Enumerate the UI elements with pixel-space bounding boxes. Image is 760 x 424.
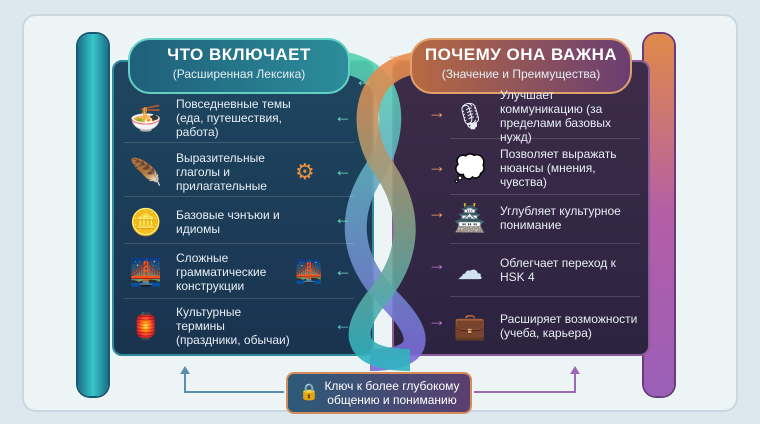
left-item-text: Культурные термины (праздники, обычаи) bbox=[176, 305, 290, 347]
bottom-right-connector bbox=[474, 372, 576, 393]
right-item-text: Углубляет культурное понимание bbox=[500, 204, 621, 232]
teal-ribbon bbox=[329, 51, 426, 371]
bottom-left-connector bbox=[184, 372, 284, 393]
divider bbox=[124, 142, 354, 143]
divider bbox=[450, 243, 640, 244]
gears-icon: ⚙ bbox=[295, 159, 315, 184]
left-scroll-rod bbox=[78, 34, 108, 396]
lantern-icon: 🏮 bbox=[129, 311, 163, 341]
right-item-text: Улучшает коммуникацию (за пределами базо… bbox=[500, 88, 611, 144]
arrow-left-icon: ← bbox=[334, 314, 352, 334]
feather-pen-icon: 🪶 bbox=[129, 157, 163, 187]
coins-icon: 🪙 bbox=[129, 207, 163, 237]
right-header: ПОЧЕМУ ОНА ВАЖНА (Значение и Преимуществ… bbox=[410, 38, 632, 94]
divider bbox=[450, 194, 640, 195]
orange-ribbon bbox=[348, 51, 431, 371]
left-subtitle: (Расширенная Лексика) bbox=[172, 67, 306, 81]
divider bbox=[124, 298, 354, 299]
arrow-right-icon: → bbox=[386, 44, 404, 64]
left-item: 🪙 Базовые чэнъюи и идиомы bbox=[124, 196, 291, 248]
left-item: 🏮 Культурные термины (праздники, обычаи) bbox=[124, 300, 291, 352]
right-item: 🎙 Улучшает коммуникацию (за пределами ба… bbox=[448, 88, 640, 144]
key-banner: 🔒 Ключ к более глубокому общению и поним… bbox=[286, 372, 472, 414]
divider bbox=[124, 243, 354, 244]
right-item-text: Облегчает переход к HSK 4 bbox=[500, 256, 616, 284]
left-item: 🌉 Сложные грамматические конструкции 🌉 bbox=[124, 246, 323, 298]
arrow-right-icon: → bbox=[428, 310, 446, 330]
key-text: Ключ к более глубокому общению и пониман… bbox=[324, 379, 460, 407]
left-item: 🍜 Повседневные темы (еда, путешествия, р… bbox=[124, 92, 291, 144]
noodle-bowl-icon: 🍜 bbox=[129, 103, 163, 133]
right-item: 🏯 Углубляет культурное понимание bbox=[448, 192, 640, 244]
microphone-chat-icon: 🎙 bbox=[453, 101, 487, 131]
lock-icon: 🔒 bbox=[299, 384, 319, 401]
arrow-left-icon: ← bbox=[355, 70, 373, 90]
right-item-text: Расширяет возможности (учеба, карьера) bbox=[500, 312, 638, 340]
right-item: ☁ Облегчает переход к HSK 4 bbox=[448, 244, 640, 296]
pagoda-icon: 🏯 bbox=[453, 203, 487, 233]
divider bbox=[450, 138, 640, 139]
arrow-left-icon: ← bbox=[334, 106, 352, 126]
person-thought-icon: 💭 bbox=[453, 153, 487, 183]
divider bbox=[124, 196, 354, 197]
arrow-right-icon: → bbox=[428, 102, 446, 122]
left-header: ЧТО ВКЛЮЧАЕТ (Расширенная Лексика) bbox=[128, 38, 350, 94]
arrow-right-icon: → bbox=[428, 156, 446, 176]
right-item-text: Позволяет выражать нюансы (мнения, чувст… bbox=[500, 147, 617, 189]
left-item-text: Базовые чэнъюи и идиомы bbox=[176, 208, 280, 236]
left-item-text: Выразительные глаголы и прилагательные bbox=[176, 151, 267, 193]
left-item-text: Сложные грамматические конструкции bbox=[176, 251, 267, 293]
right-panel bbox=[392, 60, 650, 356]
arrow-left-icon: ← bbox=[334, 260, 352, 280]
arrow-left-icon: ← bbox=[334, 208, 352, 228]
certificate-briefcase-icon: 💼 bbox=[453, 311, 487, 341]
right-item: 💼 Расширяет возможности (учеба, карьера) bbox=[448, 300, 640, 352]
arrow-right-icon: → bbox=[428, 254, 446, 274]
right-item: 💭 Позволяет выражать нюансы (мнения, чув… bbox=[448, 142, 640, 194]
left-item-text: Повседневные темы (еда, путешествия, раб… bbox=[176, 97, 291, 139]
bridge-icon: 🌉 bbox=[129, 257, 163, 287]
cloud-ladder-icon: ☁ bbox=[457, 255, 483, 285]
right-title: ПОЧЕМУ ОНА ВАЖНА bbox=[424, 45, 618, 64]
arrow-left-icon: ← bbox=[334, 160, 352, 180]
divider bbox=[450, 296, 640, 297]
left-title: ЧТО ВКЛЮЧАЕТ bbox=[167, 45, 311, 64]
bridge-icon: 🌉 bbox=[295, 259, 323, 284]
right-subtitle: (Значение и Преимущества) bbox=[441, 67, 601, 81]
up-arrowhead-right bbox=[570, 366, 580, 374]
arrow-right-icon: → bbox=[428, 202, 446, 222]
up-arrowhead-left bbox=[180, 366, 190, 374]
left-item: 🪶 Выразительные глаголы и прилагательные… bbox=[124, 146, 315, 198]
